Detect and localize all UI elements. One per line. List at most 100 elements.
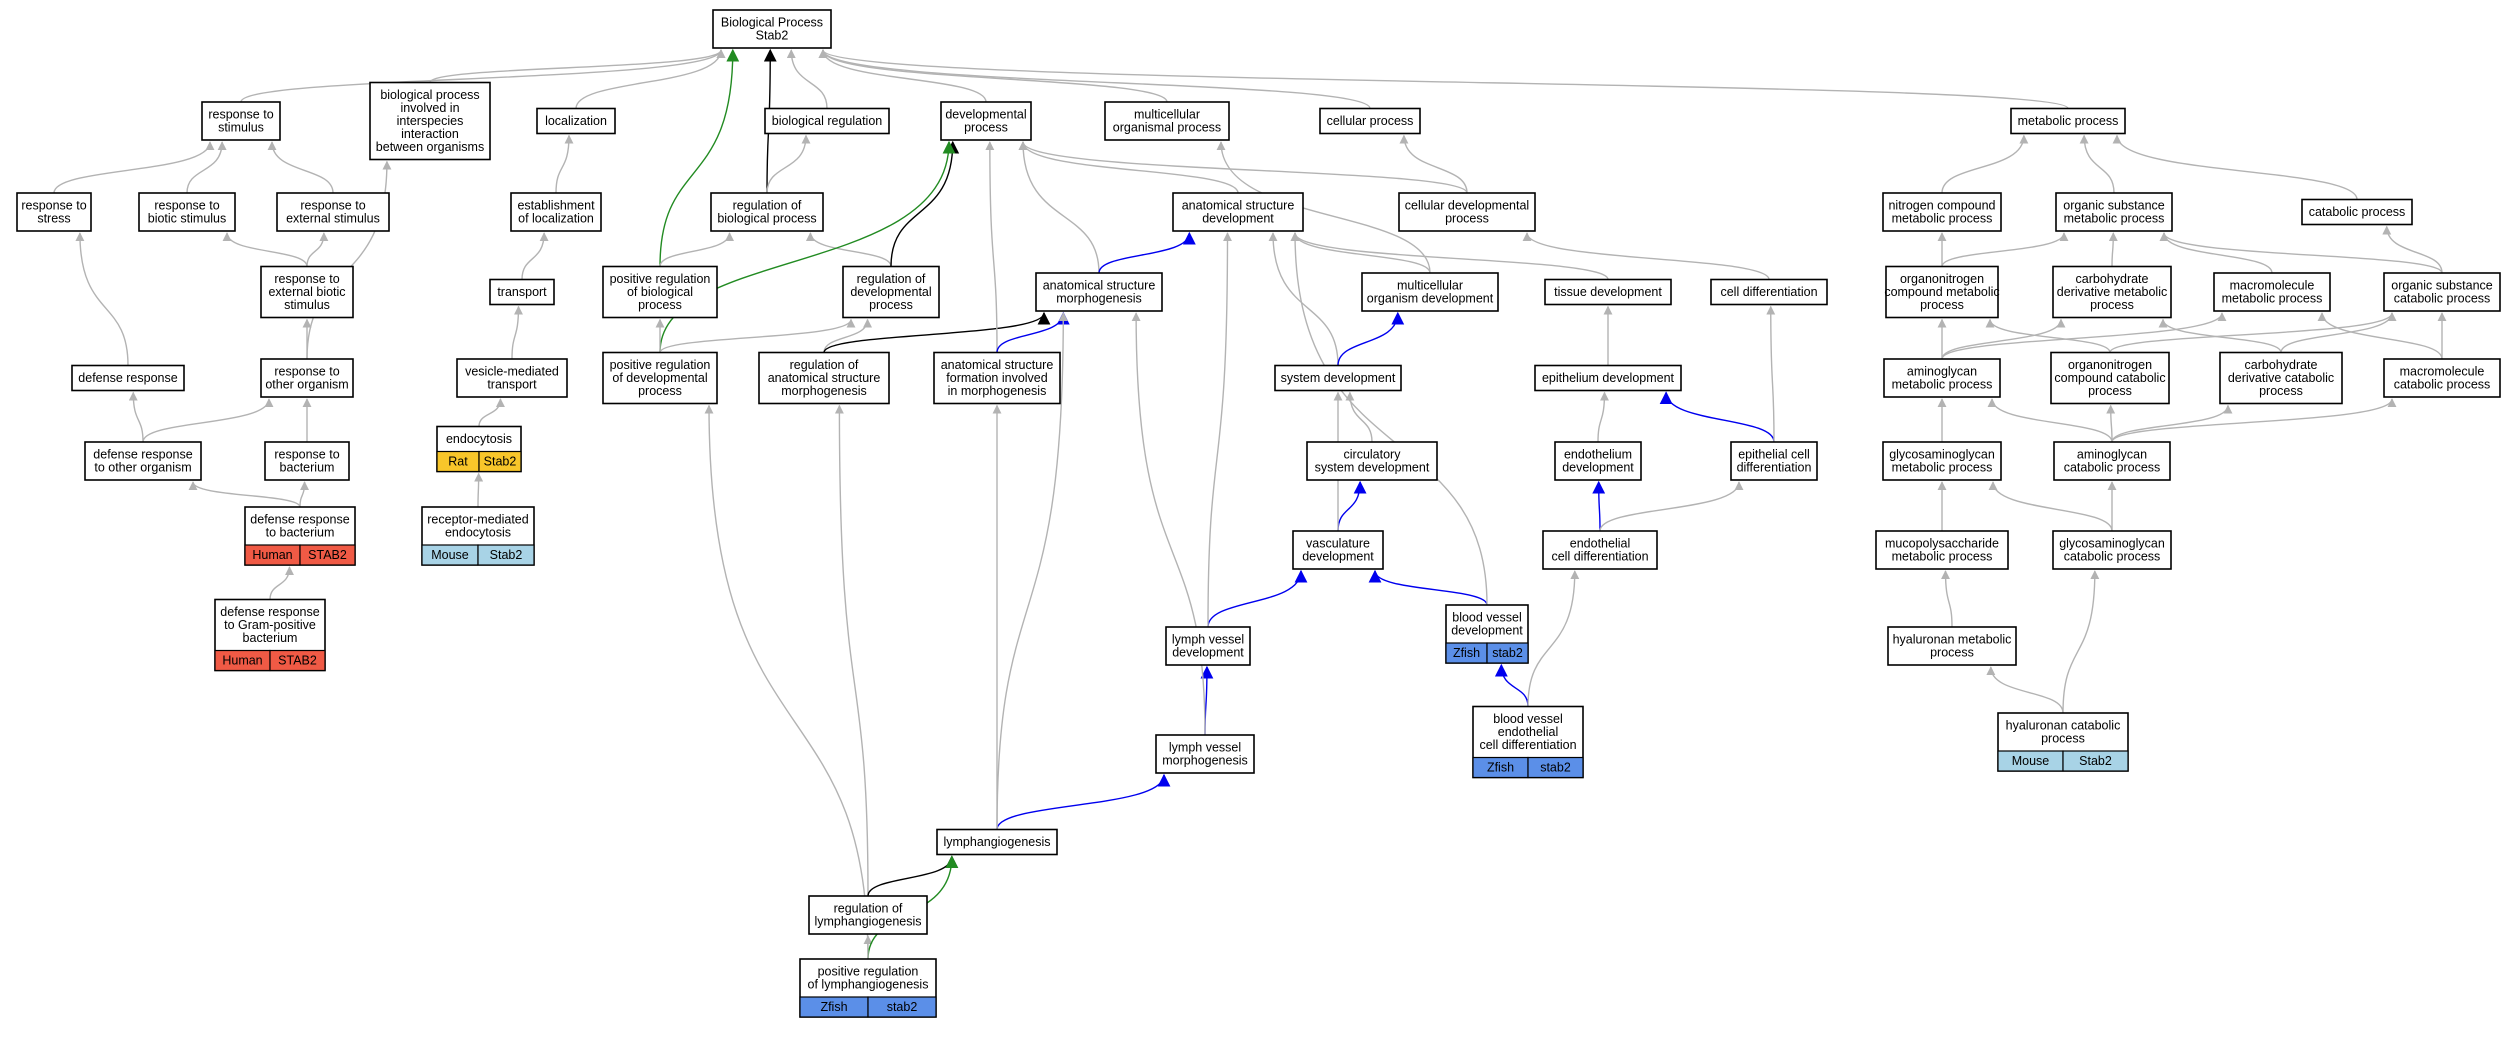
node-box — [1292, 530, 1384, 570]
go-term-node-metab[interactable]: metabolic process — [2010, 107, 2126, 135]
edge-org_cat-to-catabolic — [2382, 225, 2443, 274]
edge-reg_dev-to-devproc — [890, 140, 960, 267]
node-box — [808, 895, 928, 935]
node-box — [16, 192, 92, 232]
node-box — [1730, 441, 1818, 481]
go-term-node-transport[interactable]: transport — [489, 278, 555, 306]
node-box — [260, 358, 354, 398]
node-label: stress — [37, 212, 70, 226]
edge-pos_reg_lymph-to-pos_reg_dev — [704, 404, 869, 960]
node-label: circulatory — [1344, 448, 1402, 462]
go-term-node-epith_dev[interactable]: epithelium development — [1534, 364, 1682, 392]
go-term-node-cell_diff[interactable]: cell differentiation — [1710, 278, 1828, 306]
go-term-node-localization[interactable]: localization — [536, 107, 616, 135]
go-term-node-tissue_dev[interactable]: tissue development — [1544, 278, 1672, 306]
go-term-node-cellproc[interactable]: cellular process — [1319, 107, 1421, 135]
node-label: differentiation — [1737, 461, 1812, 475]
edge-multicell-to-root — [818, 49, 1168, 103]
node-label: positive regulation — [610, 272, 711, 286]
node-label: morphogenesis — [1162, 754, 1247, 768]
node-label: organismal process — [1113, 121, 1221, 135]
node-box — [1875, 530, 2009, 570]
node-box — [1035, 272, 1163, 312]
edge-gag_cat-to-gag_met — [1988, 481, 2113, 532]
edge-circ_dev-to-sys_dev — [1345, 391, 1373, 443]
node-box — [1319, 107, 1421, 135]
edge-endoth_dev-to-epith_dev — [1597, 391, 1609, 443]
node-label: metabolic process — [1892, 550, 1993, 564]
go-term-node-bioreg[interactable]: biological regulation — [764, 107, 890, 135]
node-label: glycosaminoglycan — [2059, 537, 2165, 551]
go-term-node-defense[interactable]: defense response — [71, 364, 185, 392]
node-label: lymph vessel — [1172, 633, 1244, 647]
edge-transport-to-estab_loc — [521, 232, 549, 280]
edge-localization-to-root — [575, 49, 726, 109]
go-term-node-sys_dev[interactable]: system development — [1274, 364, 1402, 392]
go-term-node-lymphangio[interactable]: lymphangiogenesis — [936, 828, 1058, 856]
go-term-node-catabolic[interactable]: catabolic process — [2301, 198, 2413, 226]
node-box — [1544, 278, 1672, 306]
node-box — [2050, 351, 2170, 405]
edge-carb_cat-to-carb_met — [2158, 318, 2282, 353]
node-box — [1306, 441, 1438, 481]
node-label: cellular process — [1327, 114, 1414, 128]
node-label: in morphogenesis — [948, 384, 1047, 398]
node-label: development — [1451, 624, 1523, 638]
